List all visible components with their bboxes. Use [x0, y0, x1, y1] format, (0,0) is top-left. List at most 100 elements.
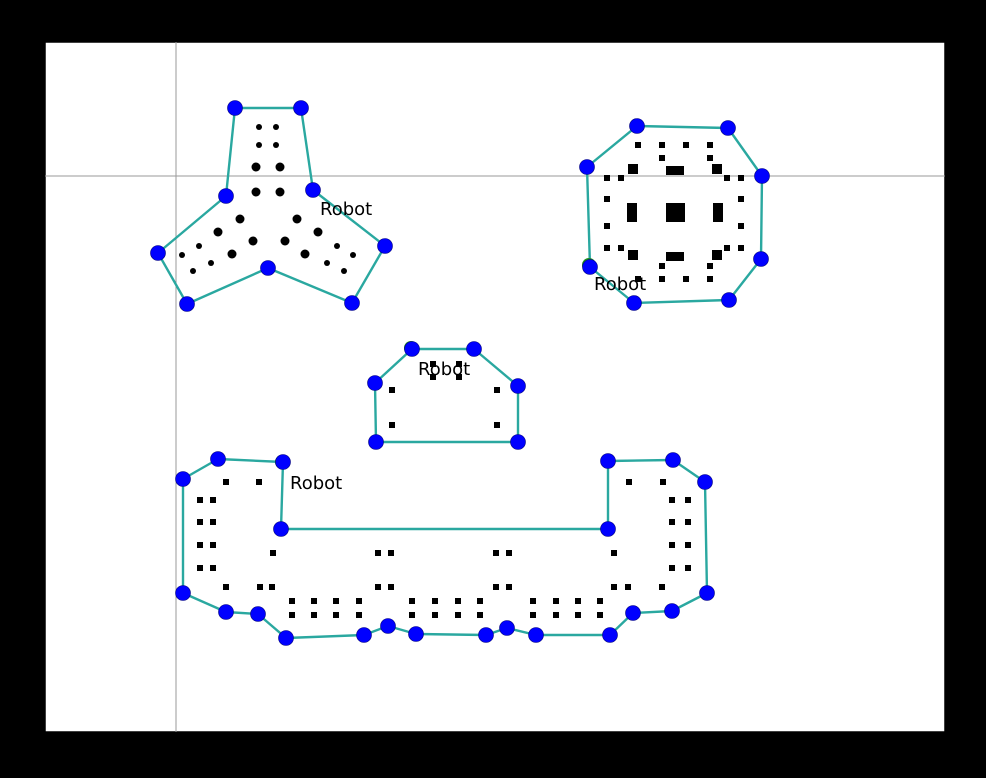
hull-vertex [275, 454, 291, 470]
obstacle-cell [375, 550, 381, 556]
obstacle-cell [197, 542, 203, 548]
hull-vertex [582, 259, 598, 275]
obstacle-cell [389, 387, 395, 393]
obstacle-cell [683, 142, 689, 148]
hull-vertex [664, 603, 680, 619]
hull-vertex [356, 627, 372, 643]
obstacle-cell [604, 245, 610, 251]
obstacle-cell [611, 584, 617, 590]
obstacle-cell [575, 612, 581, 618]
obstacle-cell [289, 598, 295, 604]
obstacle-cell [635, 142, 641, 148]
obstacle-cell [455, 612, 461, 618]
obstacle-cell [197, 519, 203, 525]
obstacle-cell [311, 598, 317, 604]
hull-vertex [626, 295, 642, 311]
hull-vertex [404, 341, 420, 357]
hull-vertex [367, 375, 383, 391]
obstacle-cell [409, 598, 415, 604]
obstacle-cell [707, 142, 713, 148]
hull-vertex [175, 585, 191, 601]
obstacle-cell [409, 612, 415, 618]
hull-vertex [478, 627, 494, 643]
obstacle-cell [270, 550, 276, 556]
obstacle-cell [256, 479, 262, 485]
obstacle-cell [388, 550, 394, 556]
obstacle-cell [685, 565, 691, 571]
obstacle-cell [223, 584, 229, 590]
obstacle-cell [626, 479, 632, 485]
obstacle-cell [235, 214, 245, 224]
obstacle-cell [292, 214, 302, 224]
obstacle-cell [477, 612, 483, 618]
obstacle-cell [659, 263, 665, 269]
obstacle-cell [506, 584, 512, 590]
obstacle-cell [275, 187, 285, 197]
obstacle-cell [597, 598, 603, 604]
obstacle-cell [553, 598, 559, 604]
obstacle-cell [683, 276, 689, 282]
hull-vertex [699, 585, 715, 601]
obstacle-cell [628, 250, 638, 260]
obstacle-cell [256, 124, 262, 130]
hull-vertex [579, 159, 595, 175]
obstacle-cell [333, 612, 339, 618]
obstacle-cell [210, 519, 216, 525]
formation-octagon [579, 118, 770, 311]
obstacle-cell [707, 263, 713, 269]
obstacle-cell [618, 245, 624, 251]
hull-vertex [210, 451, 226, 467]
obstacle-cell [713, 203, 723, 222]
obstacle-cell [627, 203, 637, 222]
obstacle-cell [685, 519, 691, 525]
obstacle-cell [208, 260, 214, 266]
obstacle-cell [455, 598, 461, 604]
obstacle-cell [456, 374, 462, 380]
hull-vertex [466, 341, 482, 357]
hull-vertex [510, 378, 526, 394]
obstacle-cell [223, 479, 229, 485]
obstacle-cell [712, 250, 722, 260]
obstacle-cell [289, 612, 295, 618]
hull-vertex [179, 296, 195, 312]
hull-vertex [218, 188, 234, 204]
obstacle-cell [197, 565, 203, 571]
obstacle-cell [597, 612, 603, 618]
hull-vertex [499, 620, 515, 636]
formation-hull-outline [156, 106, 387, 306]
obstacle-cell [430, 374, 436, 380]
obstacle-cell [311, 612, 317, 618]
hull-vertex [721, 292, 737, 308]
hull-vertex [273, 521, 289, 537]
obstacle-cell [196, 243, 202, 249]
robot-label-tri: Robot [320, 199, 372, 220]
hull-vertex [380, 618, 396, 634]
obstacle-cell [712, 164, 722, 174]
obstacle-cell [707, 155, 713, 161]
hull-vertex [260, 260, 276, 276]
robot-label-house: Robot [418, 359, 470, 380]
formations-layer [150, 100, 770, 646]
obstacle-cell [251, 187, 261, 197]
obstacle-cell [685, 542, 691, 548]
obstacle-cell [659, 276, 665, 282]
obstacle-cell [179, 252, 185, 258]
formation-tri [150, 100, 393, 312]
hull-vertex [720, 120, 736, 136]
formation-house [367, 341, 526, 450]
obstacle-cell [210, 542, 216, 548]
obstacle-cell [604, 223, 610, 229]
obstacle-cell [666, 166, 684, 175]
obstacle-cell [334, 243, 340, 249]
obstacle-cell [275, 162, 285, 172]
obstacle-cell [456, 361, 462, 367]
obstacle-cell [389, 422, 395, 428]
obstacle-cell [356, 612, 362, 618]
obstacle-cell [738, 223, 744, 229]
obstacle-cell [269, 584, 275, 590]
hull-vertex [697, 474, 713, 490]
obstacle-cell [666, 203, 685, 222]
robot-labels: Robot Robot Robot Robot [290, 199, 646, 494]
obstacle-cell [356, 598, 362, 604]
